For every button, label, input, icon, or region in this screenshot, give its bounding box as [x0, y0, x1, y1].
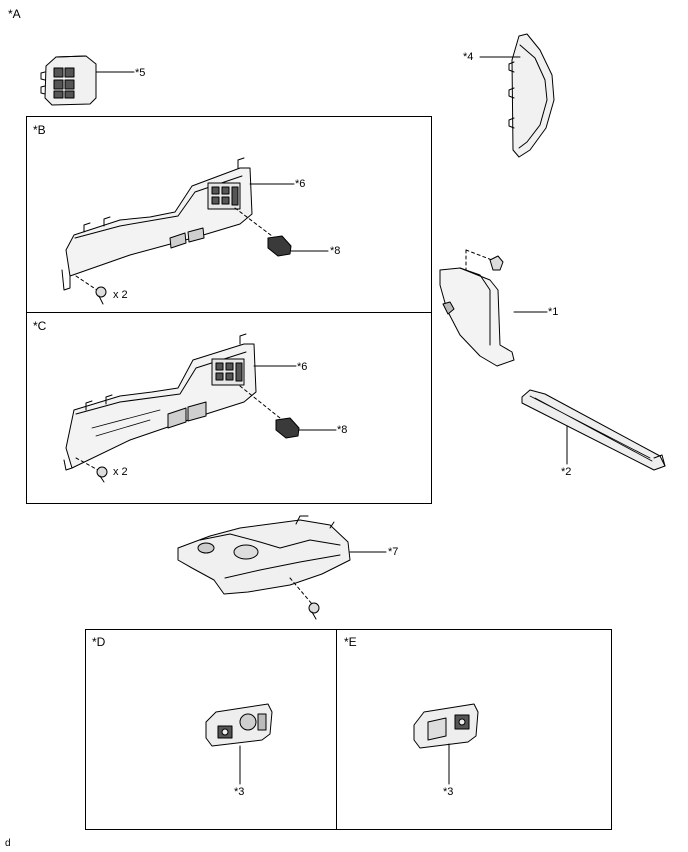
quantity-b: x 2 [113, 289, 128, 301]
callout-3-d: *3 [234, 786, 245, 798]
view-label-b: *B [33, 123, 46, 137]
callout-1: *1 [548, 306, 559, 318]
part-5-switch-bezel [40, 55, 135, 106]
part-3-switch-d [205, 703, 273, 785]
group-box-e [336, 629, 612, 830]
part-8-clip-c [239, 385, 337, 439]
part-7-lower-cover [177, 515, 387, 620]
callout-8-b: *8 [330, 245, 341, 257]
part-6-lower-panel-b [61, 157, 295, 291]
view-label-d: *D [92, 635, 106, 649]
part-6-lower-panel-c [63, 333, 297, 471]
callout-6-c: *6 [297, 361, 308, 373]
callout-4: *4 [463, 51, 474, 63]
part-4-trim-strip [479, 33, 555, 158]
footer-code: d [5, 838, 11, 849]
screw-b [75, 275, 107, 305]
callout-2: *2 [561, 466, 572, 478]
part-3-switch-e [413, 703, 479, 785]
callout-7: *7 [388, 546, 399, 558]
part-2-scuff-plate [521, 389, 666, 471]
part-1-kick-panel [439, 249, 548, 367]
part-8-clip-b [234, 207, 329, 257]
quantity-c: x 2 [113, 466, 128, 478]
callout-5: *5 [135, 67, 146, 79]
view-label-a: *A [8, 7, 21, 21]
callout-8-c: *8 [337, 424, 348, 436]
callout-6-b: *6 [295, 178, 306, 190]
view-label-e: *E [344, 635, 357, 649]
screw-c [75, 457, 108, 483]
callout-3-e: *3 [443, 786, 454, 798]
view-label-c: *C [33, 319, 47, 333]
group-box-c [26, 312, 432, 504]
